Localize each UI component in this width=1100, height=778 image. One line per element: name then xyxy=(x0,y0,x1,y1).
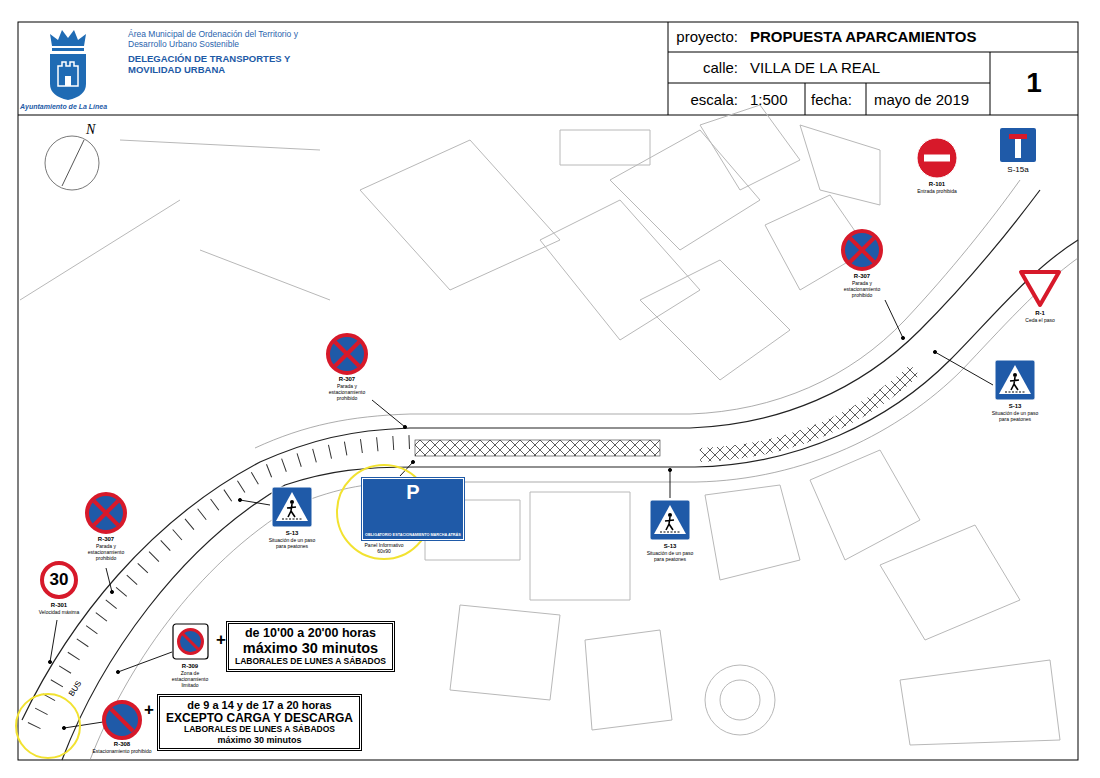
field-name: fecha: xyxy=(811,91,852,108)
buildings xyxy=(20,105,1060,745)
sign-caption: R-1 xyxy=(1025,310,1055,317)
info-panel: P OBLIGATORIO ESTACIONAMIENTO MARCHA ATRÁ… xyxy=(362,478,464,540)
sign-caption: Zona de estacionamiento limitado xyxy=(168,671,212,688)
project-name: PROPUESTA APARCAMIENTOS xyxy=(750,28,976,45)
plus-sign: + xyxy=(144,700,154,720)
sign-caption: R-307 xyxy=(322,376,372,383)
sign-caption: S-15a xyxy=(998,165,1038,174)
time-limit-plate: de 10'00 a 20'00 horasmáximo 30 minutosL… xyxy=(226,621,395,672)
map-label: BUS xyxy=(67,679,84,698)
org-heading: Área Municipal de Ordenación del Territo… xyxy=(128,30,328,50)
sheet-frame xyxy=(18,22,1078,760)
sign-caption: Parada y estacionamiento prohibido xyxy=(326,384,368,401)
plus-sign: + xyxy=(216,630,226,650)
sign-caption: R-101 xyxy=(912,181,962,188)
sign-caption: Velocidad máxima xyxy=(34,610,84,616)
sign-caption: Entrada prohibida xyxy=(912,189,962,195)
sign-caption: Situación de un paso para peatones xyxy=(267,538,317,550)
sign-caption: R-307 xyxy=(81,536,131,543)
sign-caption: R-308 xyxy=(97,741,147,748)
compass xyxy=(45,136,99,190)
road xyxy=(22,180,1078,760)
north-mark: N xyxy=(86,122,95,138)
node-text: 1 xyxy=(1026,67,1042,99)
time-limit-plate: de 9 a 14 y de 17 a 20 horasEXCEPTO CARG… xyxy=(157,694,362,751)
sign-caption: S-13 xyxy=(267,530,317,537)
node-text: EXCEPTO CARGA Y DESCARGA xyxy=(166,712,353,726)
sign-caption: Situación de un paso para peatones xyxy=(990,411,1040,423)
traffic-signs xyxy=(87,128,1059,738)
field-name: proyecto: xyxy=(676,28,738,45)
sign-caption: Ceda el paso xyxy=(1020,318,1060,324)
council-name: Ayuntamiento de La Línea xyxy=(20,103,107,111)
node-text: LABORALES DE LUNES A SÁBADOS xyxy=(235,657,386,667)
council-logo xyxy=(50,30,86,100)
department-name: DELEGACIÓN DE TRANSPORTES Y MOVILIDAD UR… xyxy=(128,54,308,76)
node-text: OBLIGATORIO ESTACIONAMIENTO MARCHA ATRÁS xyxy=(365,533,461,537)
date-value: mayo de 2019 xyxy=(874,91,969,108)
sign-caption: Estacionamiento prohibido xyxy=(87,749,157,755)
node-text: P xyxy=(406,481,419,504)
node-text: de 9 a 14 y de 17 a 20 horas xyxy=(166,699,353,712)
sign-caption: Parada y estacionamiento prohibido xyxy=(841,281,883,298)
node-text: LABORALES DE LUNES A SÁBADOS xyxy=(166,725,353,735)
field-name: calle: xyxy=(703,59,738,76)
field-name: escala: xyxy=(690,91,738,108)
speed-limit-sign: 30 xyxy=(40,561,78,599)
scale-value: 1:500 xyxy=(750,91,788,108)
sign-caption: R-301 xyxy=(34,602,84,609)
sign-caption: R-307 xyxy=(837,273,887,280)
sign-caption: Situación de un paso para peatones xyxy=(645,551,695,563)
node-text: máximo 30 minutos xyxy=(166,735,353,745)
leader-lines xyxy=(48,158,1020,730)
sign-caption: Parada y estacionamiento prohibido xyxy=(85,544,127,561)
sign-caption: Panel Informativo 60x90 xyxy=(362,543,406,555)
sign-caption: S-13 xyxy=(990,403,1040,410)
sign-caption: S-13 xyxy=(645,543,695,550)
sheet-number: 1 xyxy=(990,52,1078,115)
sign-caption: R-309 xyxy=(168,663,212,670)
node-text: máximo 30 minutos xyxy=(235,640,386,657)
street-name: VILLA DE LA REAL xyxy=(750,59,880,76)
node-text: de 10'00 a 20'00 horas xyxy=(235,626,386,640)
node-text: 30 xyxy=(50,570,69,590)
